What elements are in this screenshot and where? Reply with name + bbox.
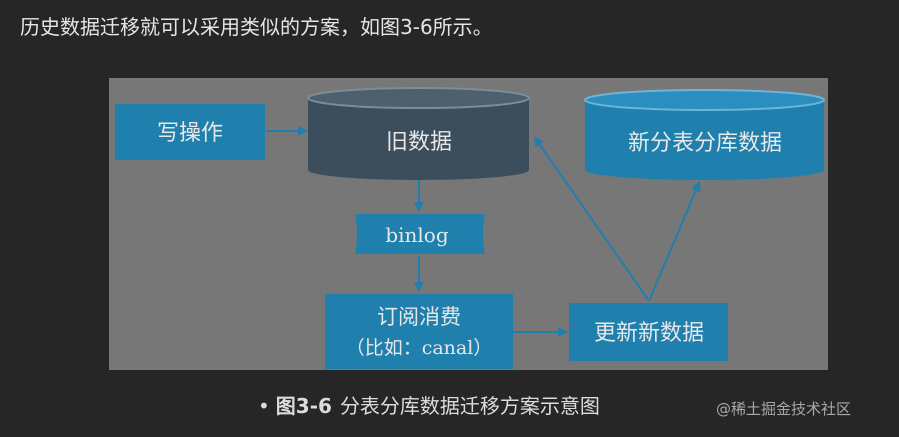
binlog-label: binlog — [385, 223, 449, 247]
subscribe-label-line2: （比如：canal） — [346, 337, 493, 359]
old-data-label: 旧数据 — [386, 130, 452, 155]
arrow-update-to-old — [533, 136, 650, 302]
caption-title: 分表分库数据迁移方案示意图 — [339, 394, 600, 418]
new-shard-data-label: 新分表分库数据 — [628, 131, 782, 156]
binlog-box — [355, 214, 485, 254]
write-op-box — [115, 104, 265, 160]
figure-caption: •图3-6 分表分库数据迁移方案示意图 — [258, 393, 600, 419]
caption-figure-number: 图3-6 — [275, 394, 332, 418]
watermark: @稀土掘金技术社区 — [716, 400, 852, 418]
migration-diagram: 写操作 旧数据 新分表分库数据 binlog 订阅消费 （比如：canal） 更… — [109, 78, 828, 370]
write-op-label: 写操作 — [157, 121, 223, 146]
migration-diagram-svg: 写操作 旧数据 新分表分库数据 binlog 订阅消费 （比如：canal） 更… — [115, 87, 825, 369]
arrow-update-to-new — [648, 181, 701, 302]
caption-bullet: • — [258, 394, 270, 418]
intro-paragraph: 历史数据迁移就可以采用类似的方案，如图3-6所示。 — [20, 15, 493, 39]
subscribe-box — [325, 294, 513, 369]
subscribe-label-line1: 订阅消费 — [377, 305, 461, 329]
new-shard-data-cylinder — [584, 89, 825, 180]
update-new-data-label: 更新新数据 — [594, 321, 704, 346]
old-data-cylinder — [307, 87, 530, 180]
update-new-data-box — [569, 303, 728, 361]
